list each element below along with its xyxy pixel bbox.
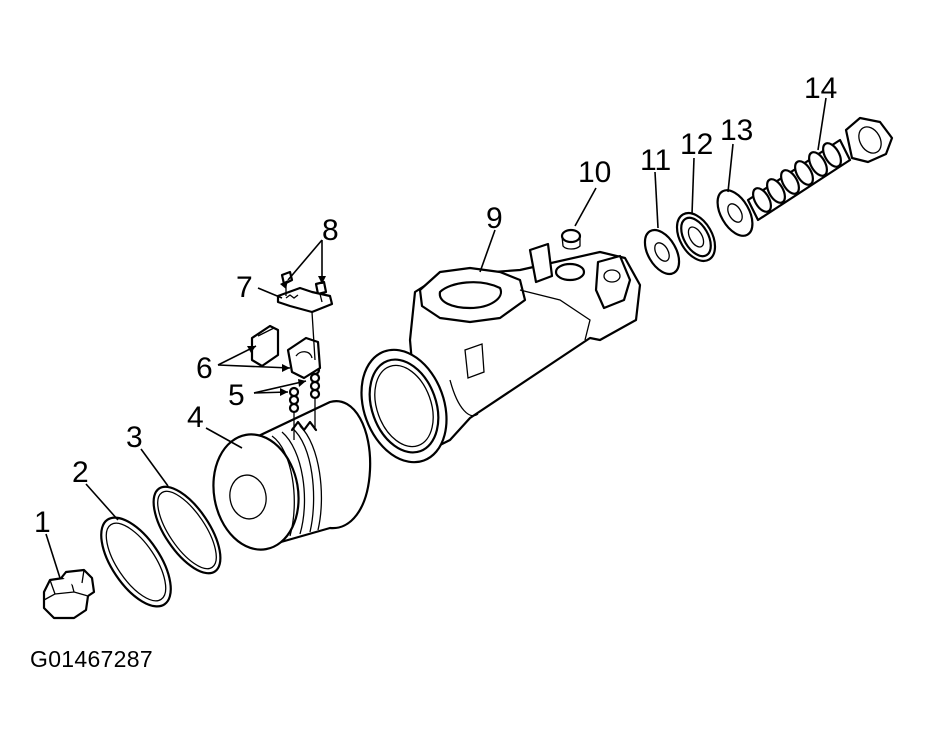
leader-arrowheads <box>247 276 326 396</box>
part-5-balls <box>288 364 321 440</box>
callout-12: 12 <box>680 128 713 161</box>
callout-10: 10 <box>578 156 611 189</box>
part-13-washer <box>716 189 754 237</box>
part-12-bearing <box>675 212 717 262</box>
callout-4: 4 <box>187 401 204 434</box>
callout-6: 6 <box>196 352 213 385</box>
part-2-ring <box>100 516 172 608</box>
callout-11: 11 <box>640 144 671 177</box>
callout-14: 14 <box>804 72 837 105</box>
part-1-plug <box>42 568 96 620</box>
callout-7: 7 <box>236 271 253 304</box>
part-11-washer <box>643 228 681 276</box>
leader-lines <box>45 97 827 579</box>
part-7-8-fasteners <box>276 270 334 361</box>
figure-id: G01467287 <box>30 646 153 672</box>
part-10-cap <box>560 228 582 250</box>
callout-8: 8 <box>322 214 339 247</box>
part-4-piston <box>212 400 372 551</box>
part-6-guides <box>250 324 322 380</box>
part-14-worm-shaft <box>746 116 894 222</box>
callout-9: 9 <box>486 202 503 235</box>
part-9-housing <box>360 242 642 464</box>
callout-1: 1 <box>34 506 51 539</box>
callout-5: 5 <box>228 379 245 412</box>
callout-13: 13 <box>720 114 753 147</box>
callout-3: 3 <box>126 421 143 454</box>
callout-2: 2 <box>72 456 89 489</box>
part-3-o-ring <box>152 485 222 575</box>
